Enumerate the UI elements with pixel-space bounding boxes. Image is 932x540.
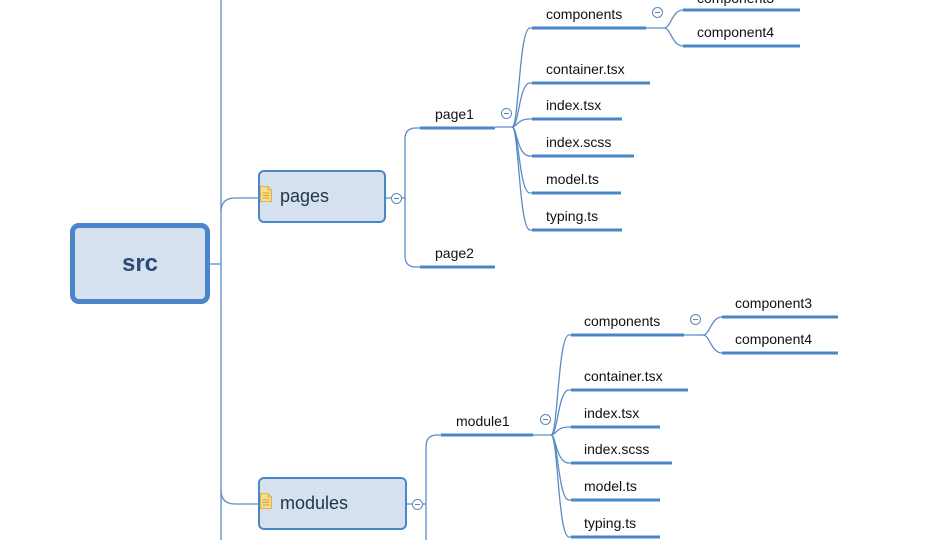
leaf-page1-container-tsx[interactable]: container.tsx (546, 61, 625, 77)
subtopic-page1[interactable]: page1 (435, 106, 474, 122)
collapse-modules-icon[interactable] (412, 499, 423, 510)
leaf-module1-component3[interactable]: component3 (735, 295, 813, 311)
leaf-page1-component4[interactable]: component4 (697, 24, 775, 40)
leaf-module1-index-tsx[interactable]: index.tsx (584, 405, 640, 421)
leaf-page1-index-tsx[interactable]: index.tsx (546, 97, 602, 113)
note-icon[interactable] (260, 186, 272, 202)
collapse-pages-icon[interactable] (391, 193, 402, 204)
subtopic-page2[interactable]: page2 (435, 245, 474, 261)
leaf-module1-components[interactable]: components (584, 313, 661, 329)
topic-node-modules-label: modules (280, 493, 349, 513)
leaf-module1-component4[interactable]: component4 (735, 331, 813, 347)
leaf-page1-index-scss[interactable]: index.scss (546, 134, 612, 150)
collapse-module1-icon[interactable] (540, 414, 551, 425)
root-node-label: src (121, 249, 159, 277)
topic-node-modules[interactable]: modules (258, 477, 407, 530)
leaf-module1-typing-ts[interactable]: typing.ts (584, 515, 637, 531)
leaf-module1-index-scss[interactable]: index.scss (584, 441, 650, 457)
collapse-module1-components-icon[interactable] (690, 314, 701, 325)
leaf-page1-component3[interactable]: component3 (697, 0, 774, 6)
topic-node-pages[interactable]: pages (258, 170, 386, 223)
topic-node-pages-label: pages (280, 186, 330, 206)
leaf-page1-typing-ts[interactable]: typing.ts (546, 208, 599, 224)
note-icon[interactable] (260, 493, 272, 509)
leaf-page1-model-ts[interactable]: model.ts (546, 171, 599, 187)
root-node-src[interactable]: src (70, 223, 210, 304)
leaf-module1-model-ts[interactable]: model.ts (584, 478, 637, 494)
collapse-page1-icon[interactable] (501, 108, 512, 119)
leaf-page1-components[interactable]: components (546, 6, 623, 22)
leaf-module1-container-tsx[interactable]: container.tsx (584, 368, 663, 384)
collapse-page1-components-icon[interactable] (652, 7, 663, 18)
subtopic-module1[interactable]: module1 (456, 413, 510, 429)
